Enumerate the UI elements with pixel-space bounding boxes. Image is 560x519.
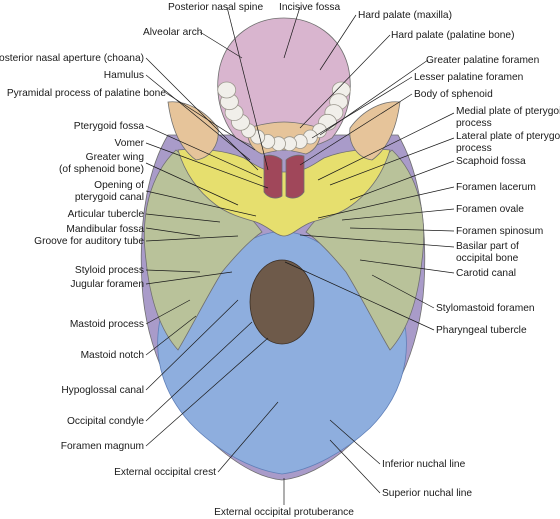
leader-line bbox=[145, 74, 251, 161]
teeth-row bbox=[217, 81, 351, 152]
label-foramen-spinosum: Foramen spinosum bbox=[456, 226, 544, 237]
leader-line bbox=[199, 31, 243, 59]
leader-line bbox=[217, 401, 279, 473]
label-medial-plate-pterygoid-line1: Medial plate of pterygoid bbox=[456, 106, 560, 117]
label-mastoid-notch: Mastoid notch bbox=[80, 350, 144, 361]
leader-line bbox=[349, 227, 455, 232]
choana-left bbox=[263, 154, 283, 199]
leader-line bbox=[311, 76, 413, 139]
label-lesser-palatine-foramen: Lesser palatine foramen bbox=[414, 72, 524, 83]
label-stylomastoid-foramen: Stylomastoid foramen bbox=[436, 303, 535, 314]
label-greater-palatine-foramen: Greater palatine foramen bbox=[426, 55, 540, 66]
leader-line bbox=[145, 269, 201, 273]
label-foramen-ovale: Foramen ovale bbox=[456, 204, 524, 215]
label-greater-wing-line1: Greater wing bbox=[85, 152, 144, 163]
label-articular-tubercle: Articular tubercle bbox=[67, 209, 144, 220]
label-lateral-plate-pterygoid-line1: Lateral plate of pterygoid bbox=[456, 131, 560, 142]
leader-line bbox=[341, 208, 455, 221]
leader-line bbox=[329, 137, 455, 186]
label-pyramidal-process: Pyramidal process of palatine bone bbox=[6, 88, 166, 99]
leader-line bbox=[226, 6, 269, 171]
leader-line bbox=[359, 259, 455, 274]
leader-line bbox=[299, 34, 391, 129]
label-hamulus: Hamulus bbox=[103, 70, 144, 81]
label-foramen-lacerum: Foramen lacerum bbox=[456, 182, 536, 193]
leader-line bbox=[283, 6, 301, 59]
label-jugular-foramen: Jugular foramen bbox=[70, 279, 144, 290]
label-greater-wing-line2: (of sphenoid bone) bbox=[59, 163, 144, 175]
leader-line bbox=[145, 227, 201, 237]
label-basilar-part: Basilar part of occipital bone bbox=[456, 241, 519, 264]
label-medial-plate-pterygoid: Medial plate of pterygoid process bbox=[456, 106, 560, 129]
label-pharyngeal-tubercle: Pharyngeal tubercle bbox=[436, 325, 527, 336]
leader-line bbox=[145, 321, 253, 422]
leader-line bbox=[299, 234, 455, 248]
foramen-magnum-opening bbox=[249, 259, 315, 345]
leader-line bbox=[145, 337, 269, 447]
leader-line bbox=[145, 315, 197, 356]
label-lateral-plate-pterygoid: Lateral plate of pterygoid process bbox=[456, 131, 560, 154]
leader-line bbox=[349, 160, 455, 201]
label-lateral-plate-pterygoid-line2: process bbox=[456, 142, 492, 154]
label-medial-plate-pterygoid-line2: process bbox=[456, 117, 492, 129]
leader-line bbox=[145, 299, 239, 391]
leader-lines bbox=[145, 6, 455, 505]
label-occipital-condyle: Occipital condyle bbox=[66, 416, 144, 427]
leader-line bbox=[371, 274, 435, 309]
label-hard-palate-maxilla: Hard palate (maxilla) bbox=[358, 10, 452, 21]
label-hard-palate-palatine: Hard palate (palatine bone) bbox=[391, 30, 515, 41]
leader-line bbox=[145, 299, 191, 325]
zygomatic-arch-left bbox=[167, 101, 219, 161]
leader-line bbox=[319, 14, 357, 71]
leader-line bbox=[145, 271, 233, 285]
leader-line bbox=[145, 125, 263, 179]
leader-line bbox=[317, 186, 455, 219]
label-opening-pterygoid-canal: Opening of pterygoid canal bbox=[75, 180, 144, 203]
label-foramen-magnum: Foramen magnum bbox=[60, 441, 144, 452]
label-scaphoid-fossa: Scaphoid fossa bbox=[456, 156, 526, 167]
label-basilar-part-line2: occipital bone bbox=[456, 252, 519, 264]
label-external-occipital-crest: External occipital crest bbox=[114, 467, 216, 478]
label-groove-auditory-tube: Groove for auditory tube bbox=[34, 236, 144, 247]
label-posterior-nasal-spine: Posterior nasal spine bbox=[168, 2, 264, 13]
leader-line bbox=[329, 419, 381, 465]
leader-line bbox=[329, 439, 381, 494]
zygomatic-arch-right bbox=[349, 101, 401, 161]
label-alveolar-arch: Alveolar arch bbox=[143, 27, 203, 38]
leader-line bbox=[145, 213, 221, 223]
label-greater-wing: Greater wing (of sphenoid bone) bbox=[59, 152, 144, 175]
leader-line bbox=[284, 261, 435, 331]
leader-line bbox=[299, 93, 413, 166]
label-posterior-nasal-aperture: Posterior nasal aperture (choana) bbox=[0, 53, 144, 64]
label-incisive-fossa: Incisive fossa bbox=[279, 2, 341, 13]
label-mandibular-fossa: Mandibular fossa bbox=[66, 224, 144, 235]
tooth bbox=[217, 81, 237, 99]
leader-line bbox=[145, 162, 239, 206]
label-body-of-sphenoid: Body of sphenoid bbox=[414, 89, 493, 100]
label-vomer: Vomer bbox=[114, 138, 144, 149]
leader-line bbox=[145, 142, 269, 189]
label-mastoid-process: Mastoid process bbox=[69, 319, 144, 330]
label-opening-pterygoid-canal-line1: Opening of bbox=[94, 180, 144, 191]
label-pterygoid-fossa: Pterygoid fossa bbox=[73, 121, 144, 132]
label-superior-nuchal-line: Superior nuchal line bbox=[382, 488, 473, 499]
label-styloid-process: Styloid process bbox=[74, 265, 144, 276]
leader-line bbox=[145, 235, 239, 242]
label-hypoglossal-canal: Hypoglossal canal bbox=[61, 385, 144, 396]
label-opening-pterygoid-canal-line2: pterygoid canal bbox=[74, 191, 144, 203]
label-basilar-part-line1: Basilar part of bbox=[456, 241, 519, 252]
leader-line bbox=[317, 112, 455, 181]
label-inferior-nuchal-line: Inferior nuchal line bbox=[382, 459, 466, 470]
choana-right bbox=[285, 154, 305, 199]
label-external-occipital-protuberance: External occipital protuberance bbox=[214, 507, 354, 518]
label-carotid-canal: Carotid canal bbox=[456, 268, 517, 279]
leader-line bbox=[165, 92, 256, 151]
leader-line bbox=[145, 190, 257, 217]
